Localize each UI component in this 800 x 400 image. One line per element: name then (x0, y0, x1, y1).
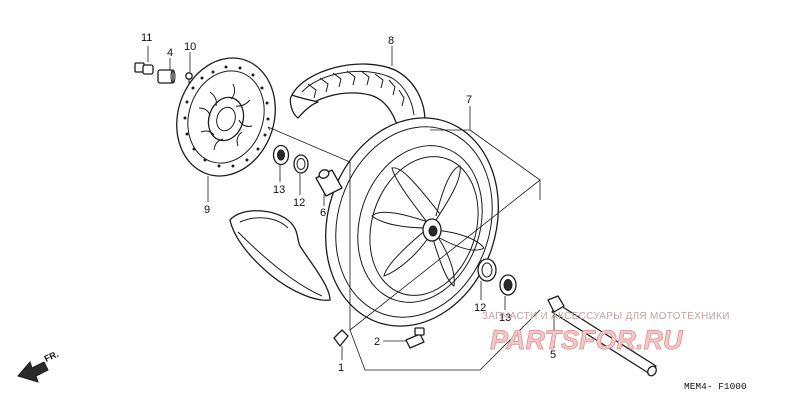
axle (547, 295, 657, 377)
hex-bolt-11 (134, 62, 154, 75)
watermark-logo: PARTSFOR.RU (490, 325, 684, 355)
callout-8: 8 (388, 35, 394, 47)
disc-bolt-10 (185, 72, 193, 84)
collar-4 (157, 69, 176, 84)
wheel (325, 117, 499, 327)
leader-lines (147, 46, 555, 360)
disc-holes (183, 65, 270, 168)
callout-9: 9 (204, 204, 210, 216)
callout-5: 5 (550, 349, 556, 361)
callout-2: 2 (374, 336, 380, 348)
tire (289, 63, 426, 148)
callout-6: 6 (320, 207, 326, 219)
callout-10: 10 (184, 41, 196, 53)
bearing-12-left (293, 154, 309, 174)
disc-vents (198, 83, 253, 151)
callout-labels: 11 4 10 8 7 9 13 12 6 12 13 5 2 1 (141, 32, 556, 374)
callout-12-left: 12 (293, 197, 305, 209)
callout-1: 1 (338, 362, 344, 374)
arrow-left-icon (17, 361, 49, 383)
front-direction-indicator: FR. (17, 349, 60, 383)
callout-7: 7 (466, 94, 472, 106)
brake-disc (176, 57, 276, 177)
watermark-caption: ЗАПЧАСТИ И АКСЕССУАРЫ ДЛЯ МОТОТЕХНИКИ (482, 311, 730, 322)
callout-13-left: 13 (273, 184, 285, 196)
callout-11: 11 (141, 32, 152, 44)
tire-tread (307, 70, 405, 107)
balance-weight-1 (333, 329, 349, 347)
diagram-code: MEM4- F1000 (684, 381, 747, 392)
callout-12-right: 12 (474, 302, 486, 314)
watermark: ЗАПЧАСТИ И АКСЕССУАРЫ ДЛЯ МОТОТЕХНИКИ PA… (482, 311, 730, 355)
seal-13-left (272, 144, 290, 166)
wheel-spokes (371, 165, 485, 287)
assembly-outline (267, 126, 541, 371)
callout-13-right: 13 (499, 312, 511, 324)
seal-13-right (499, 274, 517, 296)
tire-lower-half (229, 210, 331, 301)
valve-2 (405, 327, 425, 349)
direction-label: FR. (43, 349, 60, 364)
callout-4: 4 (167, 47, 173, 59)
spacer-6 (315, 169, 343, 197)
bearing-12-right (477, 258, 497, 282)
